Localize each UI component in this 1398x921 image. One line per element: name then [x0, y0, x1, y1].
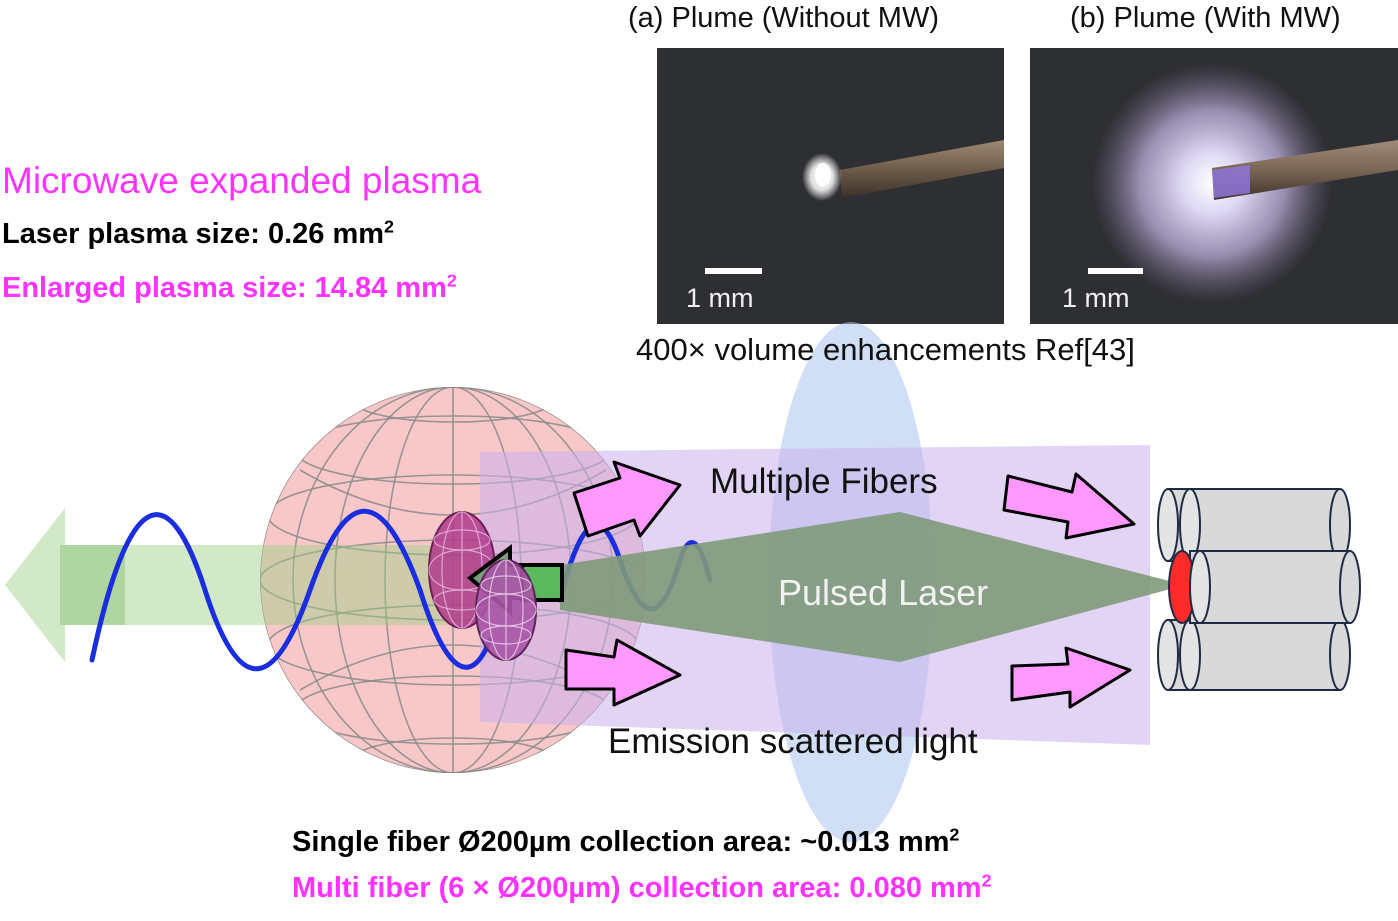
pulsed-laser-beam — [560, 512, 1185, 662]
scale-bar-a — [705, 268, 762, 274]
multi-fiber-collection-area: Multi fiber (6 × Ø200µm) collection area… — [292, 870, 992, 904]
enlarged-plasma-size: Enlarged plasma size: 14.84 mm2 — [2, 270, 457, 304]
photo-plume-without-mw — [657, 48, 1004, 324]
arrow-emission-lower-left — [564, 638, 682, 707]
multiple-fibers-label: Multiple Fibers — [710, 462, 938, 501]
emission-scattered-light-label: Emission scattered light — [608, 722, 978, 761]
fiber-bundle — [1157, 488, 1361, 691]
arrow-to-fiber-upper — [1002, 472, 1136, 540]
photo-b-caption: (b) Plume (With MW) — [1070, 2, 1341, 34]
photo-a-caption: (a) Plume (Without MW) — [628, 2, 939, 34]
scale-bar-b — [1088, 268, 1143, 274]
laser-plasma-size: Laser plasma size: 0.26 mm2 — [2, 216, 395, 250]
arrow-emission-upper-left — [572, 460, 682, 538]
pulsed-laser-label: Pulsed Laser — [778, 572, 989, 613]
volume-enhancement-note: 400× volume enhancements Ref[43] — [636, 332, 1135, 367]
microwave-plasma-title: Microwave expanded plasma — [2, 160, 482, 201]
arrow-to-fiber-lower — [1010, 646, 1132, 709]
photo-plume-with-mw — [1030, 48, 1398, 324]
backward-laser-core — [60, 545, 125, 625]
laser-plasma-core — [428, 511, 564, 661]
single-fiber-collection-area: Single fiber Ø200µm collection area: ~0.… — [292, 824, 960, 858]
scale-bar-a-label: 1 mm — [686, 283, 754, 313]
scale-bar-b-label: 1 mm — [1062, 283, 1130, 313]
